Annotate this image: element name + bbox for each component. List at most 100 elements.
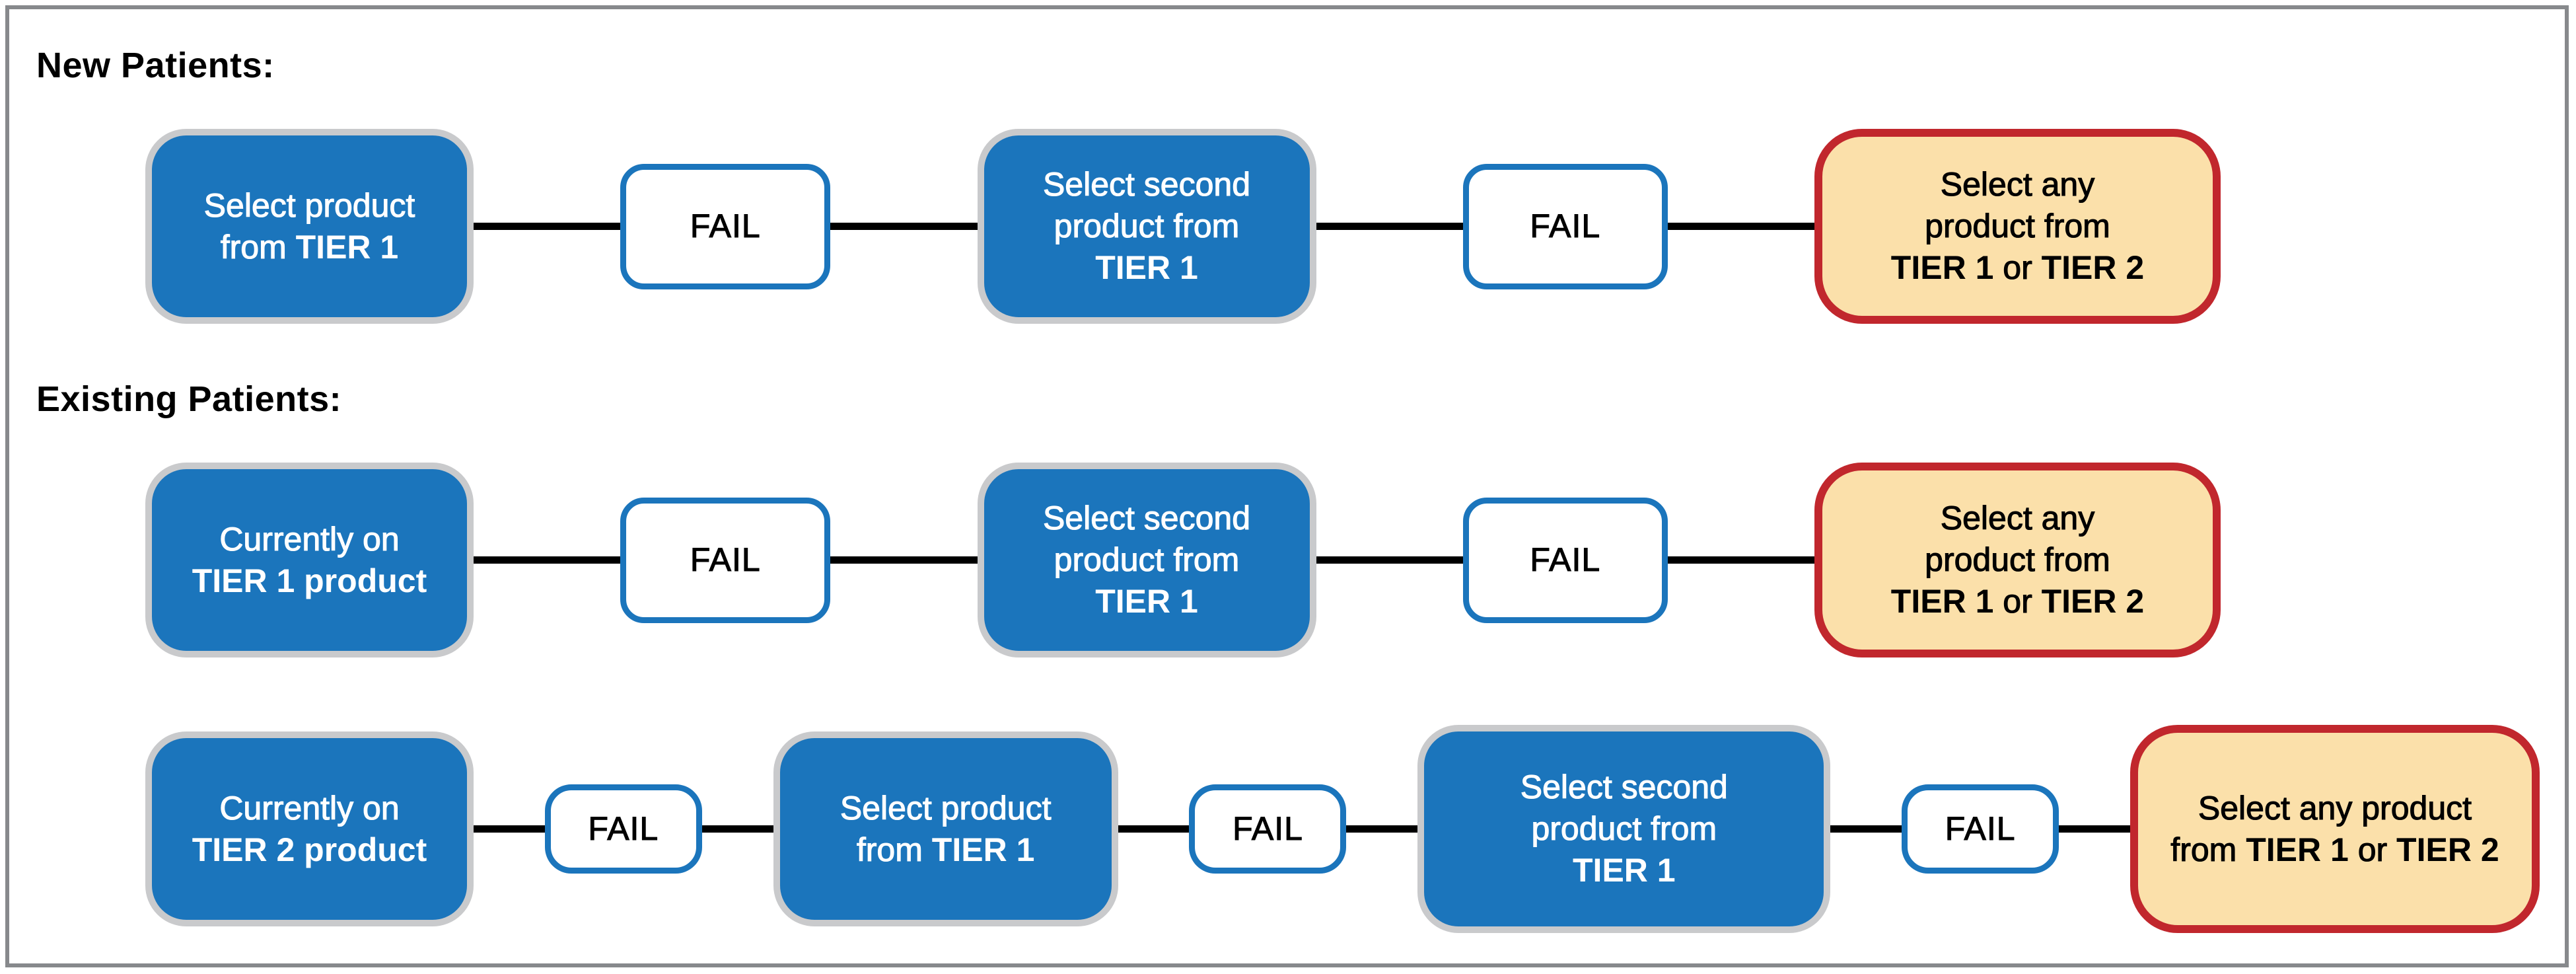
- step-label-line: product from: [1043, 539, 1250, 581]
- step-label-line: TIER 1 or TIER 2: [1891, 247, 2144, 289]
- step-label-segment: TIER 1: [1095, 249, 1198, 286]
- step-label-segment: FAIL: [1233, 809, 1303, 847]
- step-label-segment: FAIL: [1530, 541, 1601, 578]
- connector-line: [830, 223, 978, 230]
- step-label-segment: product from: [1054, 207, 1240, 244]
- step-label-segment: from: [220, 228, 296, 266]
- step-label-segment: TIER 1: [2246, 831, 2349, 868]
- connector-line: [2059, 825, 2130, 833]
- step-label-line: Currently on: [192, 519, 427, 560]
- step-label-segment: TIER 2: [2041, 583, 2145, 620]
- step-label-line: product from: [1521, 808, 1728, 850]
- step-label-segment: FAIL: [690, 207, 761, 244]
- step-label: Select product from TIER 1: [203, 185, 415, 268]
- step-label-segment: or: [2348, 831, 2397, 868]
- step-label-line: Select any: [1891, 498, 2144, 539]
- existing-patients-label: Existing Patients:: [36, 379, 342, 419]
- fail-step: FAIL: [544, 784, 702, 874]
- connector-line: [474, 556, 621, 564]
- step-label-line: FAIL: [690, 206, 761, 247]
- connector-line: [1346, 825, 1418, 833]
- fail-step: FAIL: [1189, 784, 1347, 874]
- step-label-line: Select second: [1520, 767, 1728, 808]
- step-label: FAIL: [690, 206, 761, 247]
- step-label-line: from TIER 1: [840, 829, 1052, 871]
- step-label-line: FAIL: [588, 808, 659, 850]
- connector-line: [1667, 556, 1814, 564]
- step-label-segment: Select product: [840, 789, 1052, 827]
- step-label-segment: Select second: [1520, 768, 1728, 805]
- connector-line: [1667, 223, 1814, 230]
- step-label-line: FAIL: [1945, 808, 2016, 850]
- connector-line: [1830, 825, 1902, 833]
- connector-line: [1316, 223, 1463, 230]
- fail-step: FAIL: [620, 163, 831, 289]
- step-label: FAIL: [1530, 206, 1600, 247]
- step-label-segment: TIER 1: [1095, 583, 1198, 620]
- connector-line: [830, 556, 978, 564]
- step-label-segment: Select any: [1940, 499, 2095, 537]
- step-label-segment: TIER 1: [1890, 249, 1994, 286]
- step-label-line: product from: [1891, 539, 2144, 581]
- new-patients-label: New Patients:: [36, 46, 275, 85]
- step-label-line: Currently on: [192, 788, 427, 829]
- step-label-segment: Select any product: [2198, 789, 2472, 827]
- step-label-line: TIER 1: [1043, 247, 1250, 289]
- step-label: FAIL: [1233, 808, 1303, 850]
- step-label-segment: FAIL: [1945, 809, 2016, 847]
- step-label-segment: TIER 1: [295, 228, 399, 266]
- step-label-line: Select product: [840, 788, 1052, 829]
- step-label-line: Select any product: [2170, 788, 2499, 829]
- process-step: Select product from TIER 1: [145, 129, 474, 324]
- step-label-line: FAIL: [690, 539, 761, 581]
- step-label-line: TIER 1: [1043, 581, 1250, 622]
- connector-line: [474, 825, 545, 833]
- step-label-segment: FAIL: [588, 809, 659, 847]
- step-label-segment: Select product: [203, 186, 415, 224]
- connector-line: [474, 223, 621, 230]
- step-label-segment: or: [1993, 248, 2042, 286]
- connector-line: [701, 825, 773, 833]
- step-label-line: TIER 2 product: [192, 829, 427, 871]
- step-label-line: Select any: [1891, 164, 2144, 206]
- step-label-segment: TIER 2: [2041, 249, 2145, 286]
- step-label-line: FAIL: [1530, 206, 1600, 247]
- step-label-segment: from: [2170, 831, 2246, 868]
- step-label: FAIL: [588, 808, 659, 850]
- page-frame-border: [5, 5, 2569, 967]
- step-label-line: Select second: [1042, 498, 1250, 539]
- step-label-segment: from: [856, 831, 932, 868]
- step-label-line: Select product: [203, 185, 415, 227]
- step-label-line: product from: [1891, 206, 2144, 247]
- connector-line: [1316, 556, 1463, 564]
- step-label-segment: TIER 1: [931, 831, 1035, 868]
- step-label-segment: TIER 1: [1573, 852, 1676, 889]
- step-label-line: FAIL: [1530, 539, 1600, 581]
- step-label-segment: product from: [1925, 541, 2111, 578]
- step-label-segment: product from: [1054, 541, 1240, 578]
- step-label-segment: FAIL: [690, 541, 761, 578]
- connector-line: [1118, 825, 1190, 833]
- fail-step: FAIL: [620, 497, 831, 623]
- step-label-segment: or: [1993, 582, 2042, 620]
- fail-step: FAIL: [1462, 497, 1668, 623]
- step-label-segment: product from: [1925, 207, 2111, 244]
